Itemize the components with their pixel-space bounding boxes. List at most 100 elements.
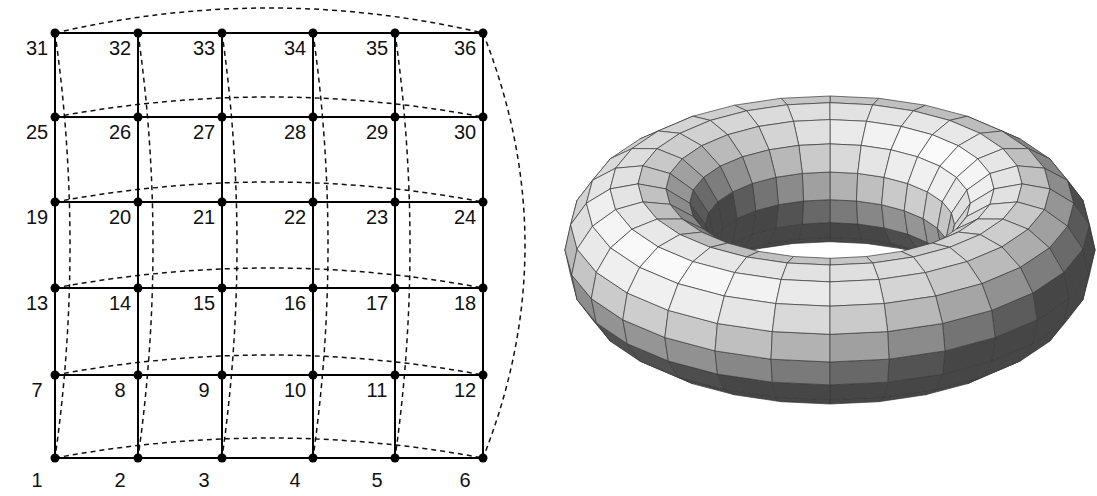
vertex-number: 15 — [192, 293, 216, 313]
vertex-number: 18 — [453, 293, 477, 313]
vertex-number: 31 — [25, 38, 49, 58]
grid-line — [55, 116, 483, 118]
vertex-dot — [218, 371, 227, 380]
vertex-number: 29 — [365, 122, 389, 142]
vertex-number: 32 — [108, 38, 132, 58]
vertex-dot — [51, 113, 60, 122]
torus-facet — [830, 304, 888, 335]
torus-facet — [802, 200, 830, 224]
grid-line — [394, 33, 396, 458]
vertex-dot — [479, 198, 488, 207]
vertex-number: 33 — [192, 38, 216, 58]
torus-facet — [776, 201, 804, 228]
grid-line — [221, 33, 223, 458]
torus-facet — [830, 120, 867, 146]
torus-surface — [565, 96, 1095, 404]
vertex-number: 28 — [283, 122, 307, 142]
torus-facet — [830, 144, 861, 174]
torus-facet — [830, 200, 858, 224]
vertex-number: 10 — [283, 380, 307, 400]
grid-line — [55, 374, 483, 376]
vertex-number: 1 — [30, 470, 43, 490]
vertex-dot — [218, 198, 227, 207]
torus-facet — [799, 144, 830, 174]
vertex-dot — [134, 454, 143, 463]
vertex-dot — [309, 113, 318, 122]
vertex-dot — [391, 113, 400, 122]
grid-line — [55, 201, 483, 203]
vertex-number: 27 — [192, 122, 216, 142]
vertex-dot — [391, 29, 400, 38]
torus-facet — [794, 120, 831, 146]
vertex-number: 22 — [283, 207, 307, 227]
vertex-number: 25 — [25, 122, 49, 142]
vertex-dot — [134, 113, 143, 122]
vertex-dot — [391, 198, 400, 207]
vertex-dot — [479, 113, 488, 122]
vertex-dot — [218, 29, 227, 38]
vertex-dot — [309, 198, 318, 207]
vertex-number: 5 — [370, 470, 383, 490]
vertex-dot — [134, 198, 143, 207]
grid-line — [55, 287, 483, 289]
torus-facet — [830, 359, 889, 385]
wrap-arc — [55, 355, 483, 375]
wrap-arc — [55, 438, 483, 458]
torus-facet — [771, 359, 830, 385]
torus-facet — [936, 284, 992, 324]
torus-facet — [771, 332, 830, 362]
wrap-arc — [55, 33, 70, 458]
vertex-dot — [218, 454, 227, 463]
torus-facet — [772, 304, 830, 335]
vertex-number: 12 — [453, 380, 477, 400]
torus-facet — [830, 172, 858, 201]
torus-facet — [857, 201, 885, 228]
torus-facet — [830, 263, 879, 282]
grid-line — [54, 33, 56, 458]
vertex-number: 14 — [108, 293, 132, 313]
vertex-dot — [51, 454, 60, 463]
vertex-dot — [51, 29, 60, 38]
vertex-dot — [391, 284, 400, 293]
torus-facet — [799, 223, 830, 239]
vertex-number: 30 — [453, 122, 477, 142]
torus-facet — [884, 296, 942, 332]
wrap-arc — [313, 33, 328, 458]
vertex-number: 20 — [108, 207, 132, 227]
vertex-number: 8 — [113, 380, 126, 400]
torus-facet — [830, 223, 861, 239]
vertex-number: 34 — [283, 38, 307, 58]
vertex-dot — [218, 284, 227, 293]
vertex-number: 16 — [283, 293, 307, 313]
vertex-number: 35 — [365, 38, 389, 58]
wrap-arc — [55, 268, 483, 288]
torus-facet — [776, 173, 804, 204]
wrap-arc — [55, 97, 483, 117]
vertex-number: 21 — [192, 207, 216, 227]
vertex-dot — [479, 454, 488, 463]
wrap-arc — [483, 33, 525, 458]
torus-facet — [830, 103, 873, 122]
grid-line — [137, 33, 139, 458]
grid-line — [482, 33, 484, 458]
vertex-number: 11 — [366, 380, 389, 400]
vertex-dot — [51, 198, 60, 207]
vertex-number: 23 — [365, 207, 389, 227]
vertex-number: 17 — [365, 293, 389, 313]
grid-lattice — [51, 8, 526, 463]
vertex-dot — [309, 29, 318, 38]
vertex-number: 4 — [288, 470, 301, 490]
torus-facet — [857, 173, 885, 204]
grid-line — [55, 32, 483, 34]
wrap-arc — [55, 182, 483, 202]
vertex-number: 19 — [25, 207, 49, 227]
vertex-number: 26 — [108, 122, 132, 142]
torus-facet — [802, 172, 830, 201]
vertex-dot — [134, 284, 143, 293]
grid-line — [312, 33, 314, 458]
vertex-dot — [391, 454, 400, 463]
vertex-number: 36 — [453, 38, 477, 58]
wrap-arc — [138, 33, 153, 458]
vertex-dot — [479, 371, 488, 380]
